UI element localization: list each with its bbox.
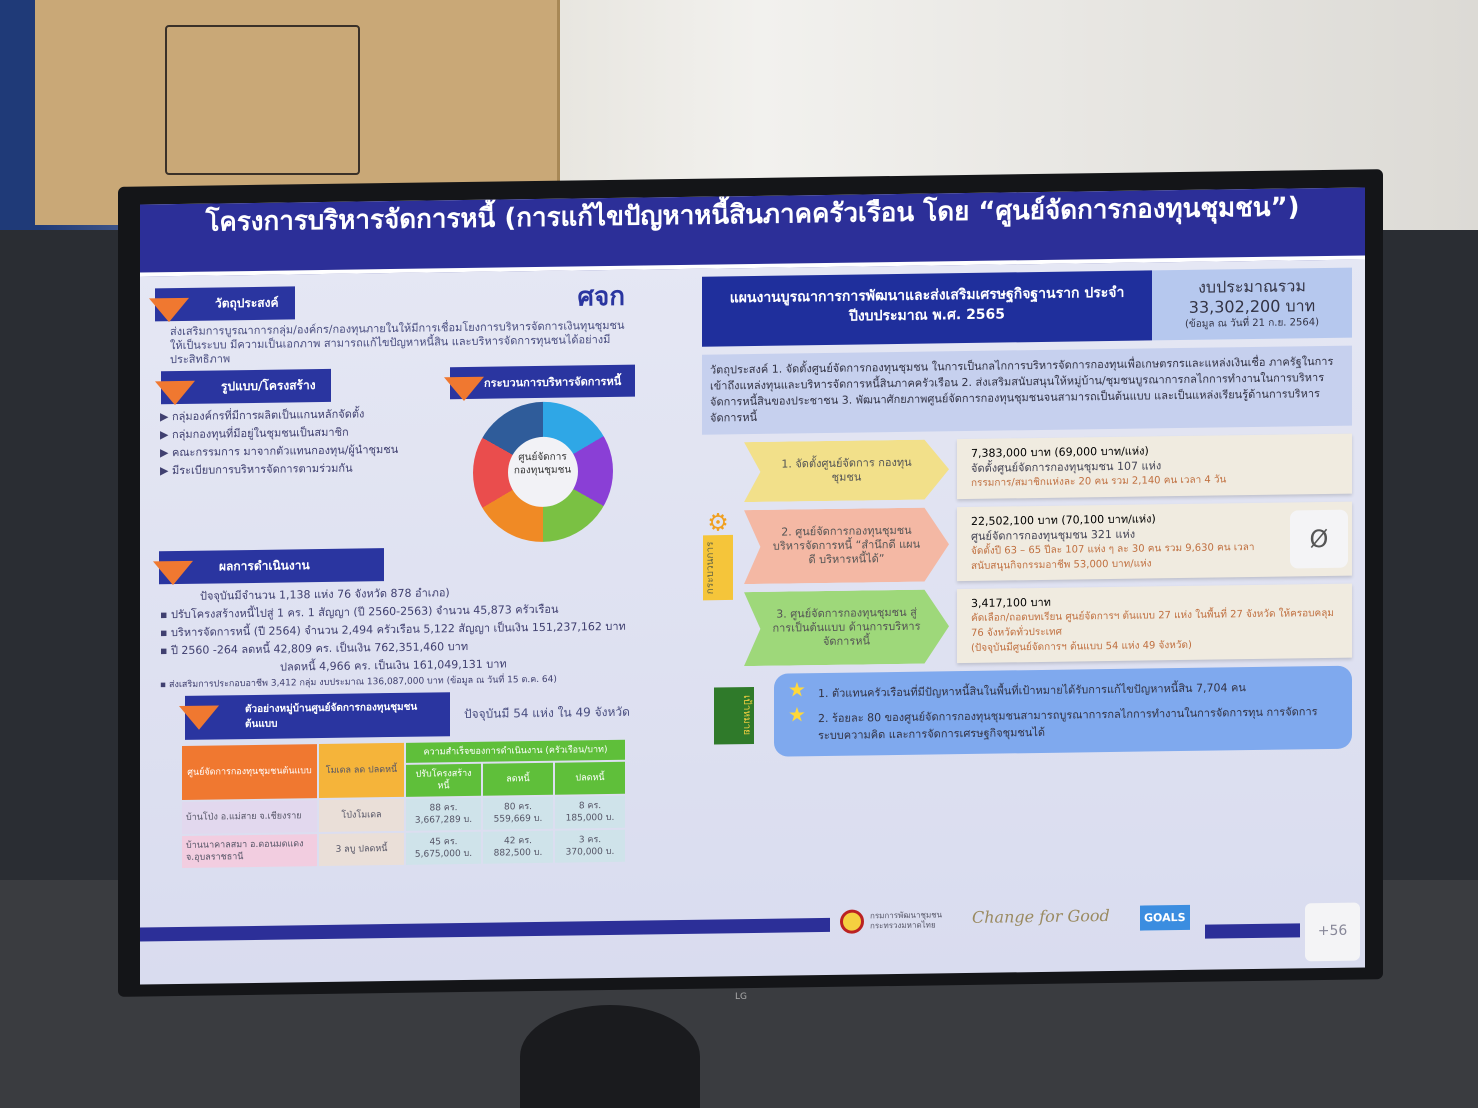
header-label: วัตถุประสงค์ xyxy=(215,295,279,311)
process-label-column: ⚙ กระบวนการ xyxy=(702,442,734,666)
sdg-logo: GOALS xyxy=(1140,904,1190,931)
table-cell: 45 คร. 5,675,000 บ. xyxy=(406,831,481,865)
process-section: กระบวนการบริหารจัดการหนี้ ศูนย์จัดการกอง… xyxy=(444,364,635,544)
example-note: ปัจจุบันมี 54 แห่ง ใน 49 จังหวัด xyxy=(464,704,630,722)
process-center: ศูนย์จัดการกองทุนชุมชน xyxy=(507,436,578,508)
footer-org: กรมการพัฒนาชุมชน กระทรวงมหาดไทย xyxy=(870,910,943,931)
plan-row: แผนงานบูรณาการการพัฒนาและส่งเสริมเศรษฐกิ… xyxy=(702,267,1352,347)
footer-bar xyxy=(140,917,830,942)
step-note: จัดตั้งปี 63 – 65 ปีละ 107 แห่ง ๆ ละ 30 … xyxy=(971,541,1255,572)
results-list: ปัจจุบันมีจำนวน 1,138 แห่ง 76 จังหวัด 87… xyxy=(155,582,635,693)
printer-illustration xyxy=(165,25,360,175)
structure-list: ▶ กลุ่มองค์กรที่มีการผลิตเป็นแกนหลักจัดต… xyxy=(155,404,440,480)
arrow-down-icon xyxy=(444,376,484,402)
step-1: 1. จัดตั้งศูนย์จัดการ กองทุนชุมชน 7,383,… xyxy=(744,433,1352,502)
steps-list: 1. จัดตั้งศูนย์จัดการ กองทุนชุมชน 7,383,… xyxy=(744,433,1352,666)
structure-section: รูปแบบ/โครงสร้าง ▶ กลุ่มองค์กรที่มีการผล… xyxy=(155,367,440,547)
process-label: กระบวนการ xyxy=(703,534,733,601)
step-1-chevron: 1. จัดตั้งศูนย์จัดการ กองทุนชุมชน xyxy=(744,439,949,502)
table-cell: 8 คร. 185,000 บ. xyxy=(555,795,625,829)
step-1-card: 7,383,000 บาท (69,000 บาท/แห่ง) จัดตั้งศ… xyxy=(957,433,1352,500)
tv-brand-logo: LG xyxy=(735,992,747,1002)
table-subheader: ปรับโครงสร้างหนี้ xyxy=(406,763,481,797)
header-label: ตัวอย่างหมู่บ้านศูนย์จัดการกองทุนชุมชนต้… xyxy=(245,701,418,731)
table-header: ศูนย์จัดการกองทุนชุมชนต้นแบบ xyxy=(182,744,317,800)
budget-note: (ข้อมูล ณ วันที่ 21 ก.ย. 2564) xyxy=(1184,317,1320,330)
goal-item: ★1. ตัวแทนครัวเรือนที่มีปัญหาหนี้สินในพื… xyxy=(788,677,1246,702)
results-header: ผลการดำเนินงาน xyxy=(153,548,384,586)
budget-label: งบประมาณรวม xyxy=(1198,276,1306,297)
header-label: กระบวนการบริหารจัดการหนี้ xyxy=(484,374,622,390)
example-table: ศูนย์จัดการกองทุนชุมชนต้นแบบ โมเดล ลด ปล… xyxy=(155,738,635,871)
arrow-down-icon xyxy=(179,705,219,731)
right-column: แผนงานบูรณาการการพัฒนาและส่งเสริมเศรษฐกิ… xyxy=(702,267,1352,758)
table-cell: 42 คร. 882,500 บ. xyxy=(483,830,553,864)
process-header: กระบวนการบริหารจัดการหนี้ xyxy=(444,364,635,402)
budget-box: งบประมาณรวม 33,302,200 บาท (ข้อมูล ณ วัน… xyxy=(1152,267,1352,341)
plan-title: แผนงานบูรณาการการพัฒนาและส่งเสริมเศรษฐกิ… xyxy=(702,270,1152,347)
page-number: +56 xyxy=(1305,902,1360,962)
table-subheader: ลดหนี้ xyxy=(483,762,553,796)
example-row: ตัวอย่างหมู่บ้านศูนย์จัดการกองทุนชุมชนต้… xyxy=(155,690,635,741)
example-header: ตัวอย่างหมู่บ้านศูนย์จัดการกองทุนชุมชนต้… xyxy=(179,692,450,740)
table-cell: โป่งโมเดล xyxy=(319,798,404,833)
arrow-down-icon xyxy=(153,560,193,586)
table-cell: บ้านโป่ง อ.แม่สาย จ.เชียงราย xyxy=(182,800,317,834)
goal-item: ★2. ร้อยละ 80 ของศูนย์จัดการกองทุนชุมชนส… xyxy=(788,702,1318,743)
arrow-down-icon xyxy=(155,380,195,406)
step-3: 3. ศูนย์จัดการกองทุนชุมชน สู่การเป็นต้นแ… xyxy=(744,583,1352,666)
goals-label: เป้าหมาย xyxy=(714,687,754,745)
arrow-down-icon xyxy=(149,297,189,323)
table-cell: 3 ลบู ปลดหนี้ xyxy=(319,832,404,867)
mic-muted-icon[interactable]: Ø xyxy=(1290,509,1348,569)
goals-box: ★1. ตัวแทนครัวเรือนที่มีปัญหาหนี้สินในพื… xyxy=(774,665,1352,757)
table-subheader: ปลดหนี้ xyxy=(555,761,625,795)
objectives-box: วัตถุประสงค์ 1. จัดตั้งศูนย์จัดการกองทุน… xyxy=(702,345,1352,435)
table-cell: 88 คร. 3,667,289 บ. xyxy=(406,797,481,831)
objective-header: วัตถุประสงค์ xyxy=(149,286,295,323)
header-label: ผลการดำเนินงาน xyxy=(219,558,310,574)
table-header: โมเดล ลด ปลดหนี้ xyxy=(319,742,404,799)
process-cycle: ศูนย์จัดการกองทุนชุมชน xyxy=(472,400,613,543)
camera xyxy=(520,1005,700,1108)
budget-value: 33,302,200 บาท xyxy=(1188,296,1316,317)
structure-process-row: รูปแบบ/โครงสร้าง ▶ กลุ่มองค์กรที่มีการผล… xyxy=(155,364,635,548)
structure-header: รูปแบบ/โครงสร้าง xyxy=(155,368,331,406)
footer-bar-right xyxy=(1205,923,1300,939)
step-3-card: 3,417,100 บาท คัดเลือก/ถอดบทเรียน ศูนย์จ… xyxy=(957,583,1352,664)
step-2: 2. ศูนย์จัดการกองทุนชุมชน บริหารจัดการหน… xyxy=(744,501,1352,584)
table-row: บ้านโป่ง อ.แม่สาย จ.เชียงราย โป่งโมเดล 8… xyxy=(182,795,625,834)
footer-slogan: Change for Good xyxy=(972,906,1110,927)
department-seal xyxy=(840,909,864,934)
left-column: วัตถุประสงค์ ศจก ส่งเสริมการบูรณาการกลุ่… xyxy=(149,281,635,871)
table-cell: 80 คร. 559,669 บ. xyxy=(483,796,553,830)
star-icon: ★ xyxy=(788,677,806,702)
objective-text: ส่งเสริมการบูรณาการกลุ่ม/องค์กร/กองทุนภา… xyxy=(170,318,625,367)
table-header: ความสำเร็จของการดำเนินงาน (ครัวเรือน/บาท… xyxy=(406,739,625,763)
star-icon: ★ xyxy=(788,702,806,727)
logo: ศจก xyxy=(577,281,625,313)
list-item: ▶ มีระเบียบการบริหารจัดการตามร่วมกัน xyxy=(160,461,353,478)
table-cell: 3 คร. 370,000 บ. xyxy=(555,829,625,863)
goals-row: เป้าหมาย ★1. ตัวแทนครัวเรือนที่มีปัญหาหน… xyxy=(702,665,1352,758)
slide: โครงการบริหารจัดการหนี้ (การแก้ไขปัญหาหน… xyxy=(140,187,1365,985)
step-3-chevron: 3. ศูนย์จัดการกองทุนชุมชน สู่การเป็นต้นแ… xyxy=(744,589,949,666)
step-2-chevron: 2. ศูนย์จัดการกองทุนชุมชน บริหารจัดการหน… xyxy=(744,507,949,584)
header-label: รูปแบบ/โครงสร้าง xyxy=(221,378,316,394)
gear-icon: ⚙ xyxy=(707,508,729,537)
steps-area: ⚙ กระบวนการ 1. จัดตั้งศูนย์จัดการ กองทุน… xyxy=(702,433,1352,667)
step-2-card: 22,502,100 บาท (70,100 บาท/แห่ง) ศูนย์จั… xyxy=(957,501,1352,582)
table-cell: บ้านนาคาลสมา อ.ดอนมดแดง จ.อุบลราชธานี xyxy=(182,834,317,868)
table-row: บ้านนาคาลสมา อ.ดอนมดแดง จ.อุบลราชธานี 3 … xyxy=(182,829,625,868)
